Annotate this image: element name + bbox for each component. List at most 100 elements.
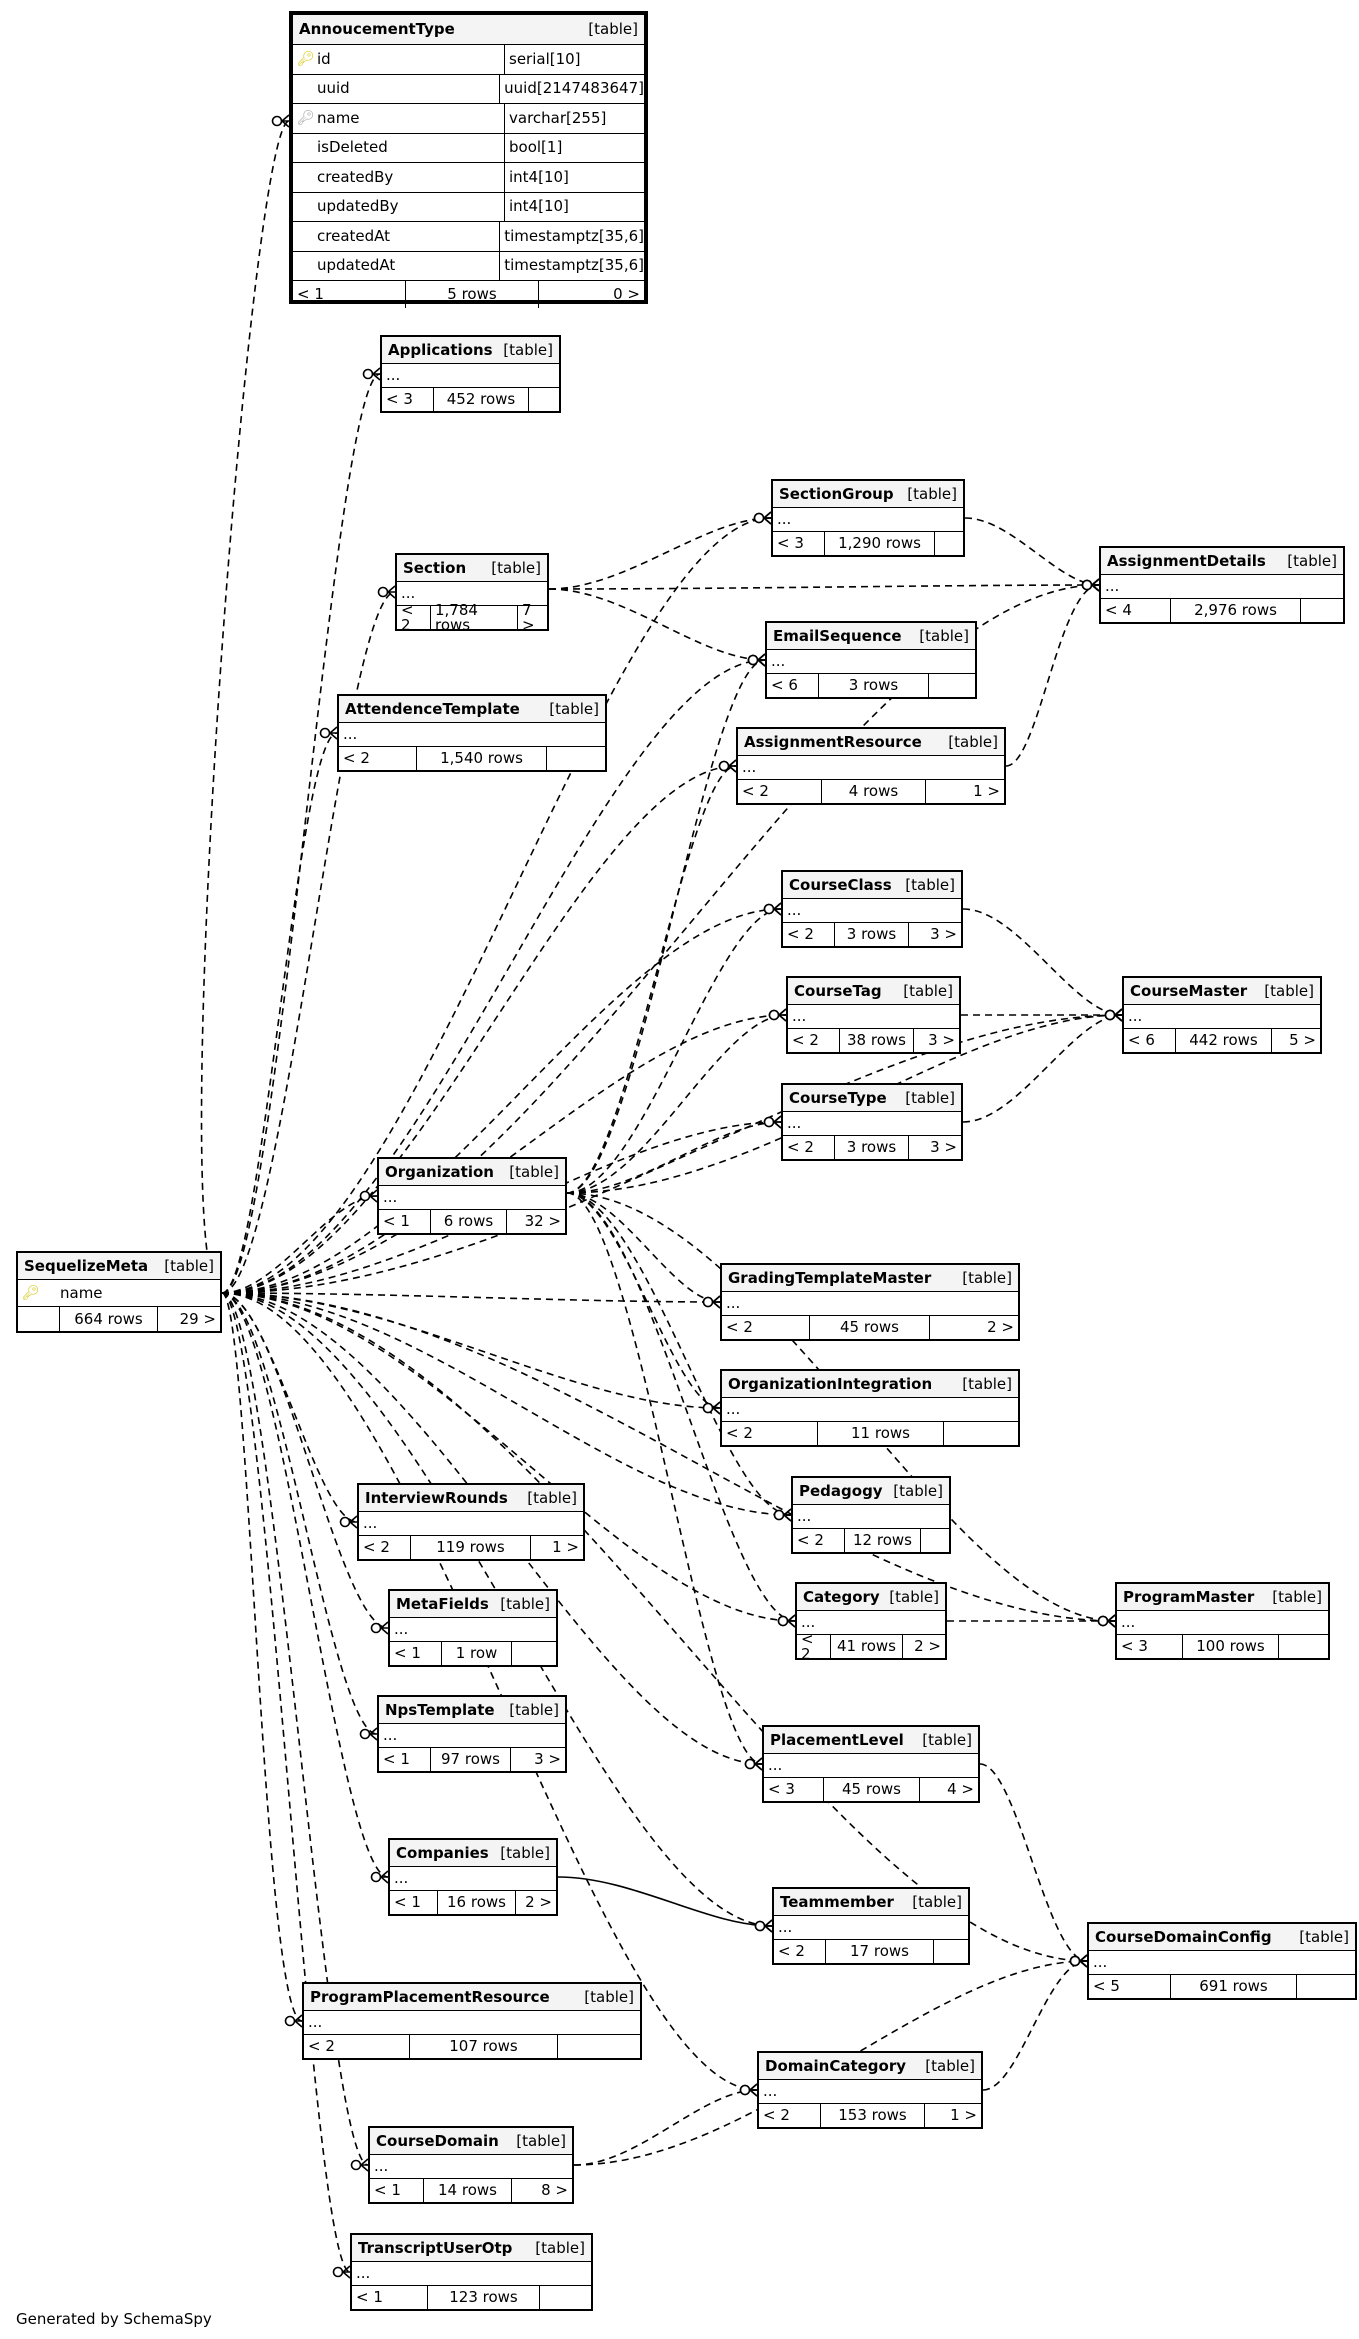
columns-collapsed[interactable]: ... — [390, 1618, 556, 1642]
children-count[interactable]: 0 > — [613, 285, 640, 303]
children-count[interactable] — [944, 1422, 1018, 1445]
columns-collapsed[interactable]: ... — [304, 2011, 640, 2035]
columns-collapsed[interactable]: ... — [379, 1724, 565, 1748]
children-count[interactable]: 8 > — [541, 2181, 568, 2199]
children-count[interactable]: 4 > — [947, 1780, 974, 1798]
columns-collapsed[interactable]: ... — [722, 1292, 1018, 1316]
columns-collapsed[interactable]: ... — [352, 2262, 591, 2286]
columns-collapsed[interactable]: ... — [793, 1505, 949, 1529]
children-count[interactable] — [512, 1642, 556, 1665]
children-count[interactable]: 2 > — [914, 1637, 941, 1655]
parents-count[interactable]: < 2 — [783, 923, 835, 946]
columns-collapsed[interactable]: ... — [797, 1611, 945, 1635]
parents-count[interactable]: < 6 — [1124, 1029, 1176, 1052]
parents-count[interactable]: < 1 — [352, 2286, 428, 2309]
parents-count[interactable]: < 1 — [390, 1891, 438, 1914]
children-count[interactable] — [1279, 1635, 1328, 1658]
parents-count[interactable]: < 1 — [379, 1210, 431, 1233]
children-count[interactable]: 29 > — [179, 1309, 216, 1328]
columns-collapsed[interactable]: ... — [1089, 1951, 1355, 1975]
children-count[interactable]: 3 > — [930, 925, 957, 943]
children-count[interactable] — [1297, 1975, 1355, 1998]
parents-count[interactable]: < 3 — [764, 1778, 824, 1801]
children-count[interactable] — [921, 1529, 949, 1552]
columns-collapsed[interactable]: ... — [783, 899, 961, 923]
parents-count[interactable]: < 6 — [767, 674, 819, 697]
columns-collapsed[interactable]: ... — [1101, 575, 1343, 599]
parents-count[interactable]: < 1 — [379, 1748, 431, 1771]
parents-count[interactable]: < 3 — [773, 532, 825, 555]
parents-count[interactable]: < 2 — [759, 2104, 821, 2127]
children-count[interactable]: 2 > — [525, 1893, 552, 1911]
children-count[interactable]: 1 > — [950, 2106, 977, 2124]
parents-count[interactable]: < 3 — [1117, 1635, 1183, 1658]
columns-collapsed[interactable]: ... — [783, 1112, 961, 1136]
children-count[interactable] — [929, 674, 975, 697]
columns-collapsed[interactable]: ... — [759, 2080, 981, 2104]
parents-count[interactable]: < 2 — [738, 780, 822, 803]
columns-collapsed[interactable]: ... — [738, 756, 1004, 780]
columns-collapsed[interactable]: ... — [382, 364, 559, 388]
columns-collapsed[interactable]: ... — [773, 508, 963, 532]
parents-count[interactable]: < 2 — [783, 1136, 835, 1159]
columns-collapsed[interactable]: ... — [397, 582, 547, 606]
columns-collapsed[interactable]: ... — [774, 1916, 968, 1940]
parents-count[interactable]: < 3 — [382, 388, 434, 411]
columns-collapsed[interactable]: ... — [722, 1398, 1018, 1422]
children-count[interactable]: 3 > — [928, 1031, 955, 1049]
children-count[interactable] — [935, 532, 963, 555]
children-count[interactable]: 3 > — [534, 1750, 561, 1768]
children-count[interactable]: 7 > — [522, 600, 535, 634]
table-sequelizemeta[interactable]: SequelizeMeta [table] 🔑︎ name 664 rows 2… — [16, 1251, 222, 1333]
parents-count[interactable]: < 2 — [397, 602, 431, 632]
columns-collapsed[interactable]: ... — [379, 1186, 565, 1210]
parents-count[interactable]: < 2 — [339, 747, 417, 770]
columns-collapsed[interactable]: ... — [1124, 1005, 1320, 1029]
parents-count[interactable]: < 2 — [722, 1316, 810, 1339]
parents-count[interactable]: < 2 — [774, 1940, 826, 1963]
parents-count[interactable]: < 1 — [390, 1642, 442, 1665]
parents-count[interactable]: < 2 — [722, 1422, 818, 1445]
columns-collapsed[interactable]: ... — [390, 1867, 556, 1891]
parents-count[interactable]: < 2 — [793, 1529, 845, 1552]
columns-collapsed[interactable]: ... — [359, 1512, 583, 1536]
children-count[interactable]: 32 > — [524, 1212, 561, 1230]
children-count[interactable] — [558, 2035, 640, 2058]
columns-collapsed[interactable]: ... — [370, 2155, 572, 2179]
children-count[interactable]: 1 > — [552, 1538, 579, 1556]
children-count[interactable]: 2 > — [987, 1318, 1014, 1336]
children-count[interactable] — [934, 1940, 968, 1963]
columns-collapsed[interactable]: ... — [767, 650, 975, 674]
parents-count[interactable] — [18, 1307, 60, 1331]
